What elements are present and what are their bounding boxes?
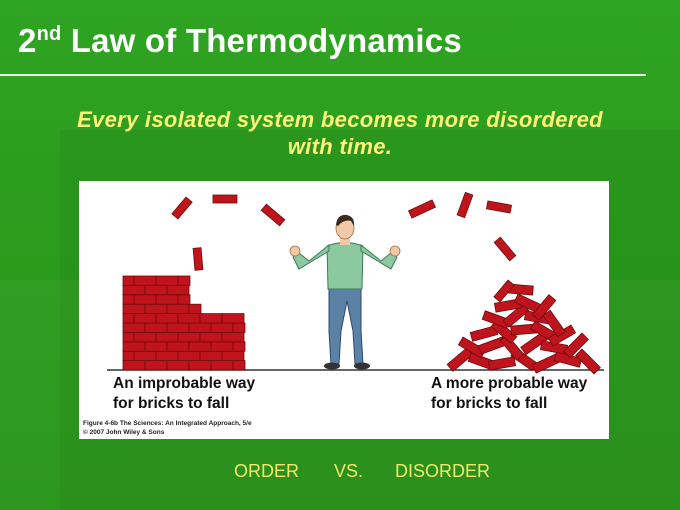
brick bbox=[133, 294, 157, 305]
brick bbox=[177, 331, 201, 343]
brick bbox=[542, 309, 566, 338]
brick bbox=[493, 279, 515, 303]
brick bbox=[166, 360, 190, 371]
brick bbox=[456, 191, 474, 219]
caption-left-line-1: An improbable way bbox=[113, 375, 256, 392]
caption-right-line-1: A more probable way bbox=[431, 375, 588, 392]
brick bbox=[155, 275, 179, 286]
caption-probable: A more probable way for bricks to fall bbox=[431, 374, 587, 414]
brick bbox=[166, 285, 190, 296]
brick bbox=[563, 332, 589, 359]
brick bbox=[199, 331, 223, 343]
caption-left-line-2: for bricks to fall bbox=[113, 395, 230, 412]
brick bbox=[192, 247, 204, 271]
brick bbox=[177, 294, 191, 305]
brick bbox=[188, 341, 212, 352]
brick bbox=[221, 331, 245, 343]
brick bbox=[487, 356, 517, 371]
figure-credit: Figure 4-6b The Sciences: An Integrated … bbox=[83, 419, 252, 437]
brick bbox=[166, 303, 190, 314]
brick bbox=[260, 203, 286, 227]
brick bbox=[232, 322, 246, 333]
brick bbox=[166, 341, 190, 352]
figure-illustration bbox=[107, 191, 604, 375]
brick bbox=[155, 350, 179, 361]
brick bbox=[144, 303, 168, 314]
brick bbox=[155, 331, 179, 343]
subtitle-line-1: Every isolated system becomes more disor… bbox=[77, 107, 603, 132]
person-figure bbox=[289, 214, 401, 370]
brick bbox=[212, 194, 238, 204]
brick bbox=[122, 322, 146, 333]
brick bbox=[188, 322, 212, 333]
brick bbox=[133, 275, 157, 286]
brick bbox=[155, 294, 179, 305]
brick bbox=[122, 275, 135, 286]
brick bbox=[122, 313, 135, 324]
brick bbox=[177, 350, 201, 361]
subtitle-line-2: with time. bbox=[287, 134, 393, 159]
brick bbox=[122, 294, 135, 305]
brick bbox=[177, 313, 201, 324]
brick-figure: An improbable way for bricks to fall A m… bbox=[79, 181, 609, 439]
falling-bricks bbox=[171, 191, 517, 303]
brick bbox=[133, 350, 157, 361]
brick bbox=[493, 236, 517, 262]
brick bbox=[133, 331, 157, 343]
brick bbox=[232, 360, 246, 371]
title-superscript: nd bbox=[36, 23, 62, 45]
disordered-brick-pile bbox=[446, 283, 601, 375]
ordered-brick-wall bbox=[122, 275, 246, 371]
brick bbox=[210, 322, 234, 333]
brick bbox=[144, 360, 168, 371]
credit-line-1: Figure 4-6b The Sciences: An Integrated … bbox=[83, 420, 252, 427]
brick bbox=[122, 360, 146, 371]
brick bbox=[575, 348, 601, 375]
brick bbox=[155, 313, 179, 324]
footer-disorder: DISORDER bbox=[395, 461, 491, 481]
brick bbox=[457, 336, 487, 359]
footer-order: ORDER bbox=[234, 461, 300, 481]
brick bbox=[407, 199, 437, 219]
slide-title: 2nd Law of Thermodynamics bbox=[18, 22, 462, 60]
brick bbox=[122, 285, 146, 296]
brick bbox=[210, 360, 234, 371]
brick bbox=[188, 303, 202, 314]
title-text: Law of Thermodynamics bbox=[61, 22, 462, 59]
caption-improbable: An improbable way for bricks to fall bbox=[113, 374, 255, 414]
brick bbox=[531, 294, 557, 321]
brick bbox=[188, 360, 212, 371]
title-divider bbox=[0, 74, 646, 76]
brick bbox=[122, 350, 135, 361]
brick bbox=[171, 196, 193, 220]
brick bbox=[122, 303, 146, 314]
caption-right-line-2: for bricks to fall bbox=[431, 395, 548, 412]
brick bbox=[486, 200, 512, 214]
brick bbox=[166, 322, 190, 333]
brick bbox=[199, 350, 223, 361]
brick bbox=[221, 313, 245, 324]
brick bbox=[177, 275, 191, 286]
title-number: 2 bbox=[18, 22, 37, 59]
credit-line-2: © 2007 John Wiley & Sons bbox=[83, 429, 165, 436]
slide-subtitle: Every isolated system becomes more disor… bbox=[0, 106, 680, 160]
brick bbox=[122, 331, 135, 343]
brick bbox=[144, 285, 168, 296]
brick bbox=[199, 313, 223, 324]
brick bbox=[144, 341, 168, 352]
footer-vs: VS. bbox=[334, 461, 364, 481]
brick bbox=[133, 313, 157, 324]
brick bbox=[221, 350, 245, 361]
brick bbox=[122, 341, 146, 352]
brick bbox=[232, 341, 246, 352]
brick bbox=[210, 341, 234, 352]
brick bbox=[144, 322, 168, 333]
